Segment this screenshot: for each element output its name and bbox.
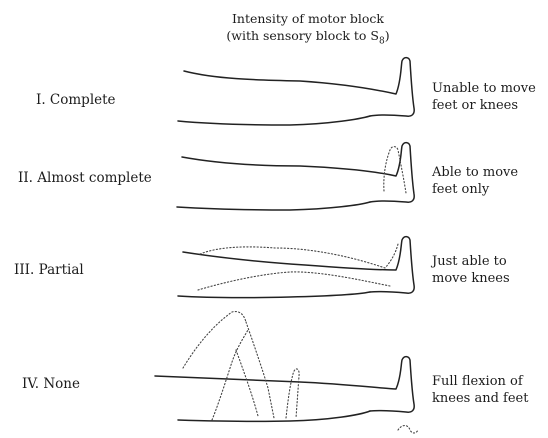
leg-lower-outline-1 [178, 116, 370, 125]
flexed-shin-front-4 [246, 322, 274, 418]
leg-drawing-grade-4 [155, 312, 418, 433]
leg-drawing-grade-2 [177, 143, 414, 210]
flexed-thigh-front-4 [183, 312, 246, 368]
leg-lower-outline-3 [178, 292, 370, 298]
toe-curl-mark-4 [398, 426, 418, 434]
leg-lower-outline-2 [177, 202, 370, 210]
flexed-shin-back-4 [236, 350, 258, 416]
flexed-thigh-back-4 [212, 330, 248, 420]
leg-upper-outline-2 [182, 143, 414, 203]
leg-drawing-grade-1 [178, 58, 414, 125]
leg-upper-outline-4 [155, 357, 414, 413]
flexed-foot-4 [286, 369, 299, 418]
foot-movement-outline-2 [384, 147, 406, 193]
raised-knee-outline-lower-3 [198, 272, 390, 290]
leg-drawing-grade-3 [178, 237, 414, 298]
leg-upper-outline-1 [184, 58, 414, 117]
